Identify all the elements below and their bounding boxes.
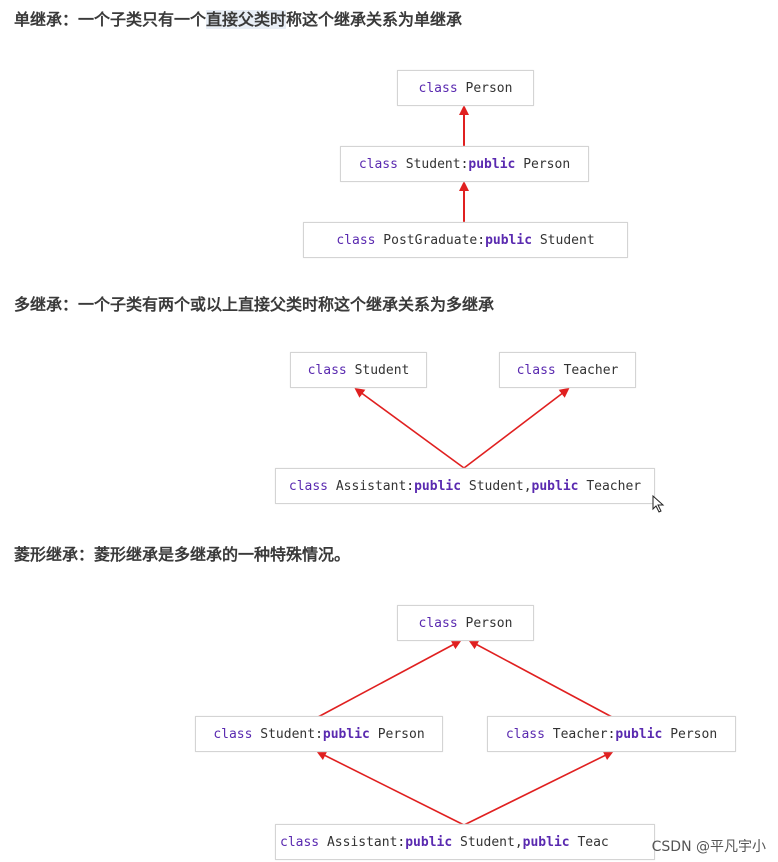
class-name: Teacher — [555, 362, 619, 378]
keyword-public: public — [615, 726, 663, 742]
keyword-class: class — [516, 362, 556, 378]
keyword-public: public — [405, 834, 453, 850]
class-box-assistant: class Assistant:public Student,public Te… — [275, 468, 655, 504]
keyword-public: public — [531, 478, 579, 494]
class-name: Student: — [397, 156, 469, 172]
heading-single-pre: 单继承：一个子类只有一个 — [14, 10, 207, 29]
keyword-class: class — [288, 478, 329, 494]
arrow-assistant-to-student — [354, 387, 465, 469]
class-name: Assistant: — [328, 478, 415, 494]
class-box-person: class Person — [397, 70, 534, 106]
keyword-public: public — [522, 834, 570, 850]
arrow-dteacher-to-person — [468, 640, 613, 718]
class-name: Person — [457, 615, 513, 631]
base-class: Student — [532, 232, 595, 248]
heading-single-highlight: 直接父类时 — [206, 10, 287, 29]
heading-single-post: 称这个继承关系为单继承 — [286, 10, 463, 29]
base-class: Person — [369, 726, 425, 742]
mouse-cursor-icon — [652, 495, 665, 513]
arrow-assistant-to-teacher — [463, 387, 570, 469]
csdn-watermark: CSDN @平凡宇小 — [651, 839, 766, 855]
keyword-class: class — [336, 232, 376, 248]
heading-single-inheritance: 单继承：一个子类只有一个直接父类时称这个继承关系为单继承 — [14, 6, 462, 30]
heading-diamond-inheritance: 菱形继承：菱形继承是多继承的一种特殊情况。 — [14, 545, 351, 564]
keyword-public: public — [485, 232, 533, 248]
keyword-class: class — [307, 362, 347, 378]
arrow-dassistant-to-teacher — [463, 751, 614, 826]
class-box-student: class Student:public Person — [195, 716, 443, 752]
class-name: Teacher: — [544, 726, 616, 742]
base-class: Teac — [569, 834, 609, 850]
class-box-student: class Student — [290, 352, 427, 388]
arrow-dassistant-to-student — [316, 751, 465, 826]
keyword-public: public — [414, 478, 462, 494]
keyword-class: class — [418, 615, 458, 631]
base-class: Teacher — [578, 478, 642, 494]
keyword-class: class — [280, 834, 320, 850]
base-class: Student, — [461, 478, 532, 494]
arrow-dstudent-to-person — [317, 640, 462, 718]
class-name: Assistant: — [319, 834, 406, 850]
keyword-class: class — [358, 156, 398, 172]
keyword-class: class — [213, 726, 253, 742]
class-name: PostGraduate: — [375, 232, 486, 248]
class-name: Student — [346, 362, 410, 378]
keyword-public: public — [468, 156, 516, 172]
heading-multiple-inheritance: 多继承：一个子类有两个或以上直接父类时称这个继承关系为多继承 — [14, 295, 495, 314]
keyword-class: class — [505, 726, 545, 742]
keyword-public: public — [322, 726, 370, 742]
class-box-teacher: class Teacher:public Person — [487, 716, 736, 752]
class-box-assistant: class Assistant:public Student,public Te… — [275, 824, 655, 860]
keyword-class: class — [418, 80, 458, 96]
class-box-person: class Person — [397, 605, 534, 641]
base-class: Person — [662, 726, 718, 742]
class-box-teacher: class Teacher — [499, 352, 636, 388]
class-box-postgraduate: class PostGraduate:public Student — [303, 222, 628, 258]
base-class: Person — [515, 156, 571, 172]
class-name: Person — [457, 80, 513, 96]
class-name: Student: — [252, 726, 323, 742]
class-box-student: class Student:public Person — [340, 146, 589, 182]
base-class: Student, — [452, 834, 523, 850]
